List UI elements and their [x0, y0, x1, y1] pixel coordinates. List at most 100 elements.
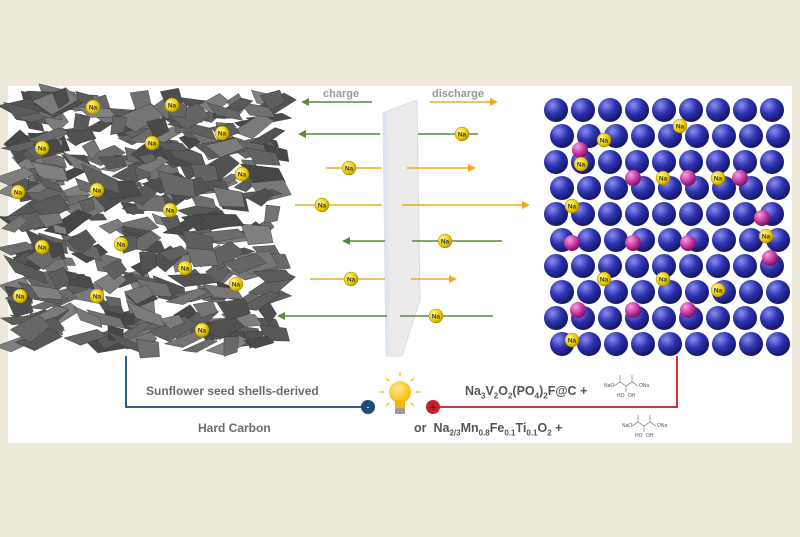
formula-nvopf: Na3V2O2(PO4)2F@C	[465, 384, 577, 401]
cathode-atom	[652, 202, 676, 226]
carbon-flake	[51, 223, 67, 235]
cathode-atom	[577, 280, 601, 304]
cathode-atom	[571, 98, 595, 122]
cathode-atom	[706, 306, 730, 330]
cathode-atom	[598, 98, 622, 122]
svg-text:Na: Na	[714, 176, 723, 183]
formula-part: Na	[433, 421, 450, 435]
cathode-atom	[544, 306, 568, 330]
svg-text:+: +	[430, 403, 436, 414]
carbon-flake	[3, 254, 48, 285]
sodium-ion: Na	[228, 276, 244, 292]
svg-text:Na: Na	[568, 204, 577, 211]
cathode-atom	[625, 254, 649, 278]
carbon-flake	[63, 329, 108, 346]
cathode-atom	[679, 98, 703, 122]
sodium-ion: Na	[596, 132, 612, 148]
sodium-ion: Na	[34, 140, 50, 156]
sodium-ion: Na	[343, 271, 359, 287]
carbon-flake	[81, 139, 101, 160]
arrow-left-icon	[298, 130, 306, 138]
carbon-flake	[78, 198, 96, 214]
carbon-flake	[259, 89, 286, 111]
cathode-atom	[739, 280, 763, 304]
cathode-atom	[604, 176, 628, 200]
arrow-right-icon	[522, 201, 530, 209]
cathode-atom	[685, 124, 709, 148]
sodium-ion: Na	[164, 97, 180, 113]
svg-text:Na: Na	[148, 141, 157, 148]
formula-part: F@C	[547, 384, 577, 398]
sodium-ion: Na	[710, 282, 726, 298]
cathode-atom	[571, 254, 595, 278]
sodium-ion: Na	[144, 135, 160, 151]
sodium-ion: Na	[314, 197, 330, 213]
carbon-flake	[82, 144, 126, 167]
carbon-flake	[124, 284, 155, 305]
cathode-atom	[625, 150, 649, 174]
carbon-flake	[47, 266, 70, 291]
carbon-flake	[36, 212, 64, 228]
svg-text:Na: Na	[568, 338, 577, 345]
cathode-atom	[658, 228, 682, 252]
dopant-atom	[570, 302, 586, 318]
cathode-atom	[733, 202, 757, 226]
svg-text:Na: Na	[117, 242, 126, 249]
carbon-flake	[0, 167, 36, 186]
cathode-atom	[733, 306, 757, 330]
arrow-right-icon	[468, 164, 476, 172]
carbon-flake	[139, 251, 157, 273]
sodium-ion: Na	[672, 118, 688, 134]
carbon-flake	[153, 140, 189, 151]
formula-part: )	[539, 384, 544, 398]
dopant-atom	[762, 250, 778, 266]
cathode-atom	[604, 280, 628, 304]
anode-material: Hard Carbon	[198, 421, 271, 435]
sodium-ion: Na	[89, 288, 105, 304]
carbon-flake	[30, 161, 69, 182]
cathode-atom	[625, 98, 649, 122]
cathode-atom	[679, 254, 703, 278]
carbon-flake	[212, 186, 246, 208]
svg-text:Na: Na	[181, 266, 190, 273]
cathode-crystal-lattice	[544, 98, 790, 356]
positive-terminal: +	[426, 400, 440, 414]
cathode-atom	[706, 202, 730, 226]
cathode-atom	[766, 176, 790, 200]
svg-text:Na: Na	[38, 245, 47, 252]
svg-text:Na: Na	[89, 105, 98, 112]
carbon-flake	[160, 314, 185, 330]
cathode-atom	[739, 124, 763, 148]
carbon-flake	[245, 147, 281, 166]
carbon-flake	[138, 153, 158, 165]
svg-text:Na: Na	[600, 138, 609, 145]
svg-text:-: -	[367, 402, 370, 412]
cathode-wire	[433, 356, 678, 408]
anode-wire	[125, 356, 368, 408]
svg-text:Na: Na	[600, 277, 609, 284]
svg-text:Na: Na	[432, 314, 441, 321]
plus-sign: +	[555, 421, 563, 435]
carbon-flake	[73, 113, 91, 131]
carbon-flake	[240, 223, 274, 246]
cathode-atom	[739, 228, 763, 252]
cathode-atom	[679, 150, 703, 174]
cathode-atom	[706, 98, 730, 122]
carbon-flake	[264, 204, 281, 224]
formula-part: 2/3	[449, 428, 461, 438]
svg-text:Na: Na	[198, 328, 207, 335]
cathode-atom	[766, 124, 790, 148]
svg-text:Na: Na	[16, 294, 25, 301]
dopant-atom	[572, 142, 588, 158]
sodium-ion: Na	[341, 160, 357, 176]
carbon-flake	[126, 183, 158, 207]
dopant-atom	[625, 235, 641, 251]
sodium-ion: Na	[10, 184, 26, 200]
sodium-ion: Na	[564, 332, 580, 348]
cathode-atom	[760, 306, 784, 330]
cathode-atom	[652, 254, 676, 278]
formula-part: O	[498, 384, 508, 398]
carbon-flake	[25, 127, 70, 144]
formula-part: O	[537, 421, 548, 435]
